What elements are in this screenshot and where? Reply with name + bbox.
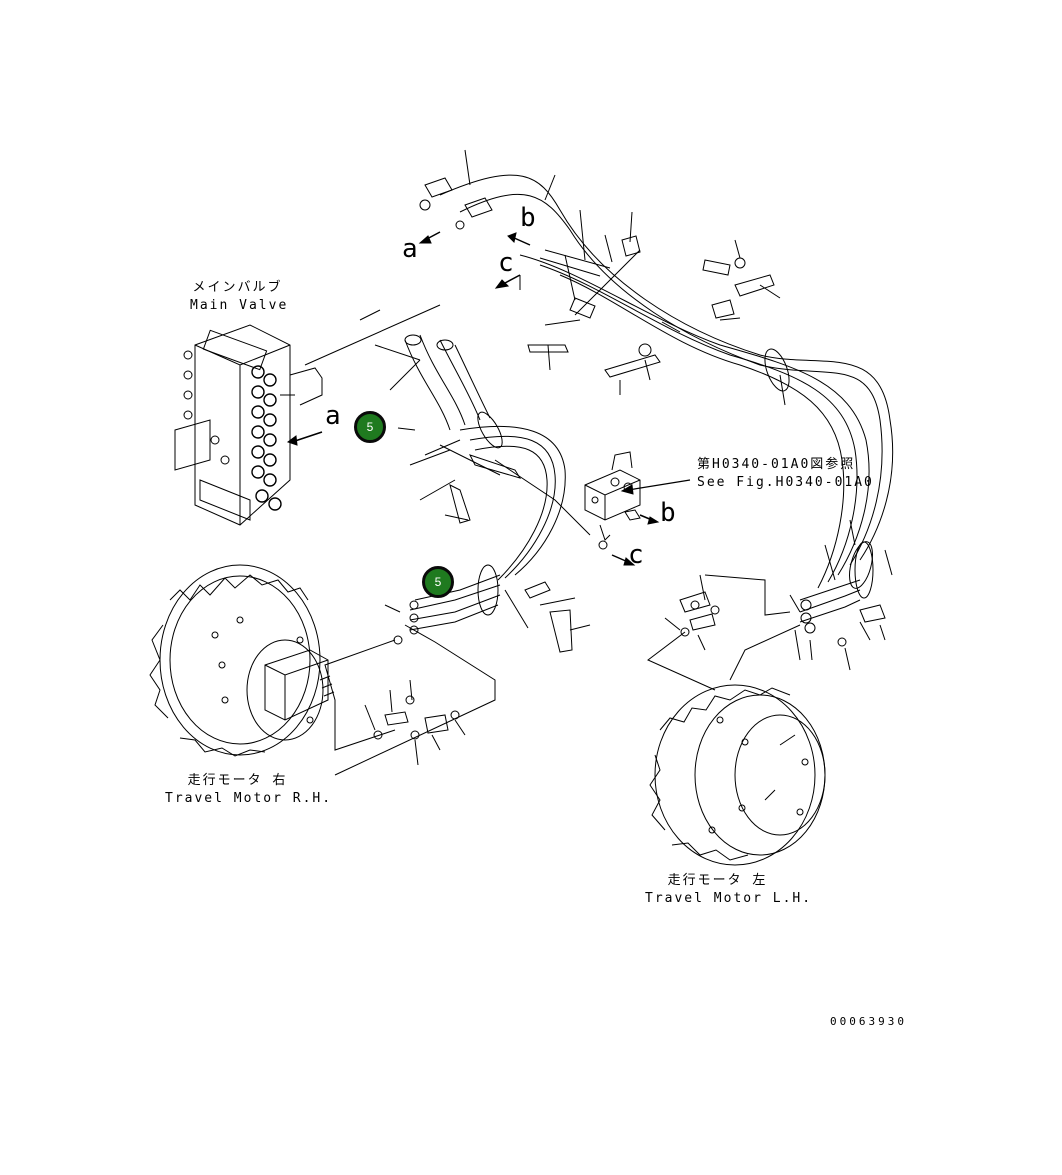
travel-motor-rh-drawing	[150, 565, 334, 756]
connection-letter-b: b	[520, 203, 536, 233]
travel-motor-lh-drawing	[650, 685, 825, 865]
upper-hose-routing	[420, 150, 893, 591]
part-callout-5[interactable]: 5	[422, 566, 454, 598]
connection-letter-c: c	[498, 248, 514, 278]
connection-letter-c: c	[628, 540, 644, 570]
travel-motor-lh-label-jp: 走行モータ 左	[667, 873, 768, 888]
connection-letter-a: a	[325, 401, 341, 431]
lh-motor-hoses	[648, 520, 892, 690]
travel-motor-lh-label-en: Travel Motor L.H.	[645, 891, 813, 906]
travel-motor-rh-label-jp: 走行モータ 右	[187, 773, 288, 788]
travel-motor-rh-label-en: Travel Motor R.H.	[165, 791, 333, 806]
swivel-valve-block	[585, 452, 690, 565]
figure-reference-en: See Fig.H0340-01A0	[697, 475, 874, 490]
center-hose-tee	[360, 310, 590, 580]
main-valve-drawing	[175, 305, 440, 525]
rh-motor-hoses	[325, 565, 590, 775]
main-valve-label-jp: メインバルブ	[192, 280, 283, 295]
figure-reference-jp: 第H0340-01A0図参照	[697, 457, 856, 472]
part-callout-5[interactable]: 5	[354, 411, 386, 443]
connection-letter-a: a	[402, 234, 418, 264]
connection-letter-b: b	[660, 498, 676, 528]
main-valve-label-en: Main Valve	[190, 298, 289, 313]
document-number: 00063930	[830, 1015, 907, 1028]
reference-arrows	[420, 232, 530, 290]
